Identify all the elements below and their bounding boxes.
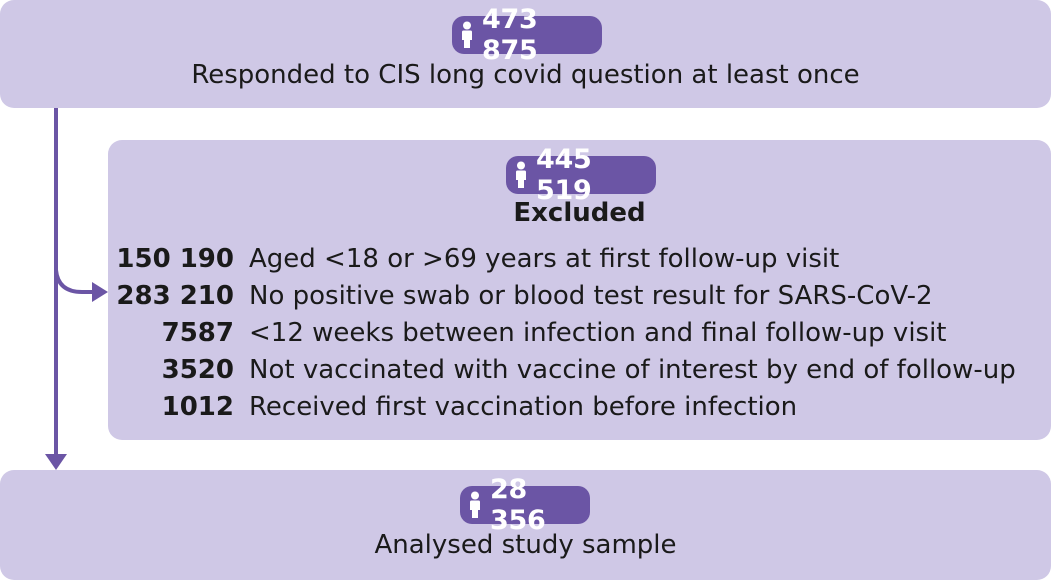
excluded-title: Excluded [513,198,646,228]
person-icon [516,161,526,188]
excluded-count-badge: 445 519 [506,144,656,206]
excluded-count: 445 519 [536,144,592,206]
person-icon [470,491,480,518]
exclusion-reason: Not vaccinated with vaccine of interest … [249,355,1016,385]
exclusion-row: 283 210 No positive swab or blood test r… [108,278,933,314]
analysed-caption: Analysed study sample [374,530,677,560]
exclusion-row: 1012 Received first vaccination before i… [108,389,798,425]
enrolled-caption: Responded to CIS long covid question at … [191,60,860,90]
exclusion-reason: <12 weeks between infection and final fo… [249,318,947,348]
exclusion-count: 7587 [161,318,234,348]
exclusion-row: 150 190 Aged <18 or >69 years at first f… [108,241,839,277]
enrolled-count: 473 875 [482,4,538,66]
exclusion-branch-line [54,269,94,294]
analysed-count-badge: 28 356 [460,474,590,536]
exclusion-count: 283 210 [116,281,234,311]
exclusion-row: 3520 Not vaccinated with vaccine of inte… [108,352,1016,388]
analysed-count: 28 356 [490,474,546,536]
enrolled-count-badge: 473 875 [452,4,602,66]
exclusion-reason: Received first vaccination before infect… [249,392,798,422]
exclusion-reason: Aged <18 or >69 years at first follow-up… [249,244,840,274]
exclusion-count: 3520 [161,355,234,385]
arrow-head-down [45,454,67,470]
exclusion-count: 1012 [161,392,234,422]
exclusion-row: 7587 <12 weeks between infection and fin… [108,315,947,351]
exclusion-reason: No positive swab or blood test result fo… [249,281,933,311]
exclusion-count: 150 190 [116,244,234,274]
person-icon [462,21,472,48]
arrow-head-right [92,282,108,302]
